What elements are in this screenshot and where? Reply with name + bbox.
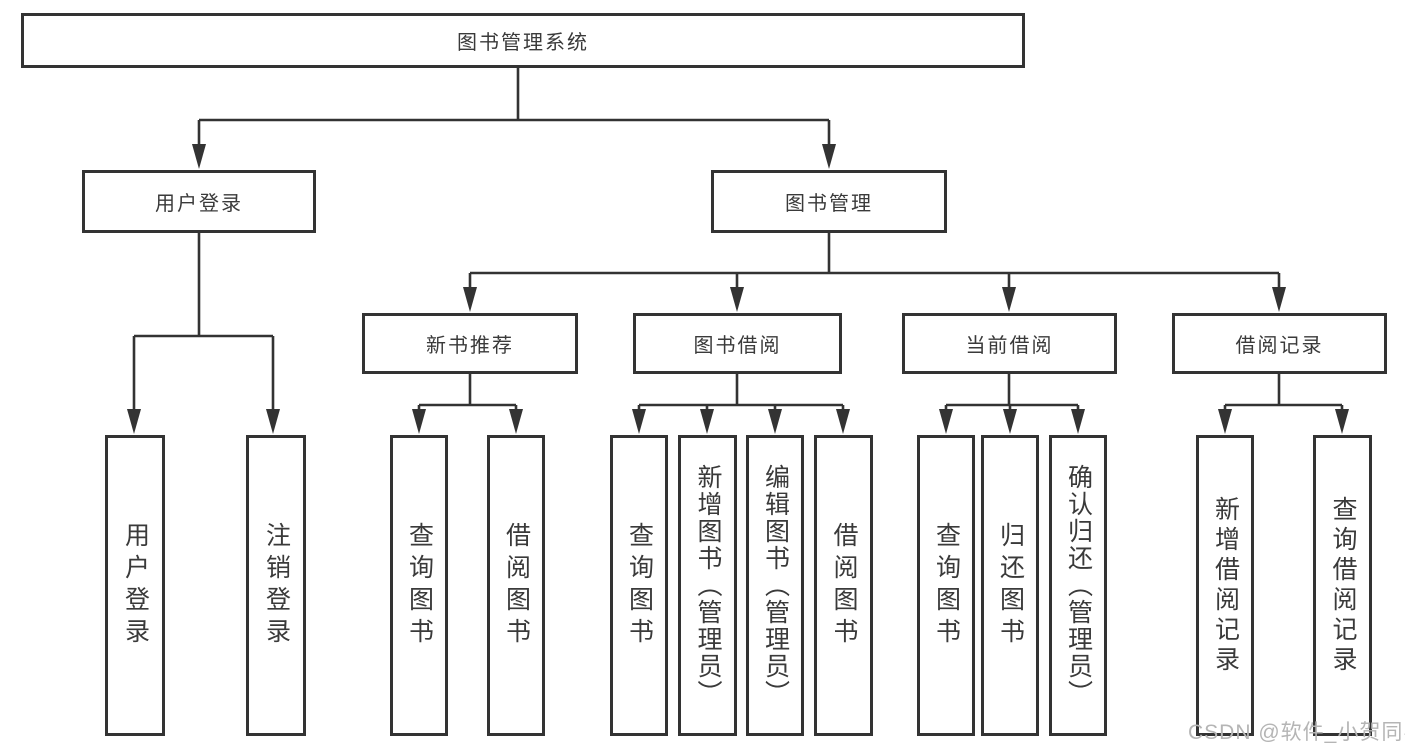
leaf-query-books-1: 查询图书 [390, 435, 448, 736]
leaf-logout-label: 注销登录 [262, 521, 291, 650]
connector-user-login-to-leaves [127, 233, 280, 434]
node-new-book-rec: 新书推荐 [362, 313, 578, 374]
leaf-borrow-books-2-label: 借阅图书 [830, 521, 858, 650]
connector-current-borrow-to-leaves [939, 374, 1085, 434]
leaf-query-books-3: 查询图书 [917, 435, 975, 736]
leaf-query-borrow-record-label: 查询借阅记录 [1329, 495, 1357, 676]
leaf-confirm-return-admin: 确认归还（管理员） [1049, 435, 1107, 736]
node-new-book-rec-label: 新书推荐 [426, 335, 514, 357]
node-borrow-records-label: 借阅记录 [1235, 335, 1324, 357]
leaf-user-login-label: 用户登录 [121, 521, 150, 650]
node-root-label: 图书管理系统 [457, 32, 589, 54]
leaf-edit-book-admin-label: 编辑图书（管理员） [761, 464, 790, 707]
leaf-add-borrow-record: 新增借阅记录 [1196, 435, 1254, 736]
connector-new-book-rec-to-leaves [412, 374, 523, 434]
leaf-logout: 注销登录 [246, 435, 306, 736]
node-book-borrow-label: 图书借阅 [693, 335, 782, 357]
leaf-query-borrow-record: 查询借阅记录 [1313, 435, 1372, 736]
leaf-query-books-3-label: 查询图书 [932, 521, 961, 650]
leaf-confirm-return-admin-label: 确认归还（管理员） [1064, 464, 1093, 707]
leaf-return-books: 归还图书 [981, 435, 1039, 736]
node-current-borrow-label: 当前借阅 [965, 335, 1054, 357]
connector-borrow-records-to-leaves [1218, 374, 1349, 434]
node-book-mgmt-label: 图书管理 [785, 193, 873, 215]
leaf-return-books-label: 归还图书 [996, 521, 1025, 650]
leaf-borrow-books-1: 借阅图书 [487, 435, 545, 736]
leaf-add-book-admin-label: 新增图书（管理员） [694, 464, 722, 707]
leaf-borrow-books-2: 借阅图书 [814, 435, 873, 736]
node-user-login: 用户登录 [82, 170, 316, 233]
node-borrow-records: 借阅记录 [1172, 313, 1387, 374]
node-user-login-label: 用户登录 [155, 193, 243, 215]
leaf-borrow-books-1-label: 借阅图书 [502, 521, 531, 650]
leaf-query-books-2-label: 查询图书 [625, 521, 654, 650]
leaf-query-books-1-label: 查询图书 [405, 521, 434, 650]
connector-book-borrow-to-leaves [632, 374, 850, 434]
leaf-add-borrow-record-label: 新增借阅记录 [1211, 495, 1240, 676]
connector-root-to-level2 [192, 68, 836, 169]
node-root: 图书管理系统 [21, 13, 1025, 68]
node-book-borrow: 图书借阅 [633, 313, 842, 374]
leaf-user-login: 用户登录 [105, 435, 165, 736]
node-book-mgmt: 图书管理 [711, 170, 947, 233]
node-current-borrow: 当前借阅 [902, 313, 1117, 374]
leaf-edit-book-admin: 编辑图书（管理员） [746, 435, 804, 736]
leaf-add-book-admin: 新增图书（管理员） [678, 435, 737, 736]
connector-book-mgmt-to-level3 [463, 233, 1286, 312]
leaf-query-books-2: 查询图书 [610, 435, 668, 736]
watermark-text: CSDN @软件_小贺同学 [1188, 721, 1405, 744]
